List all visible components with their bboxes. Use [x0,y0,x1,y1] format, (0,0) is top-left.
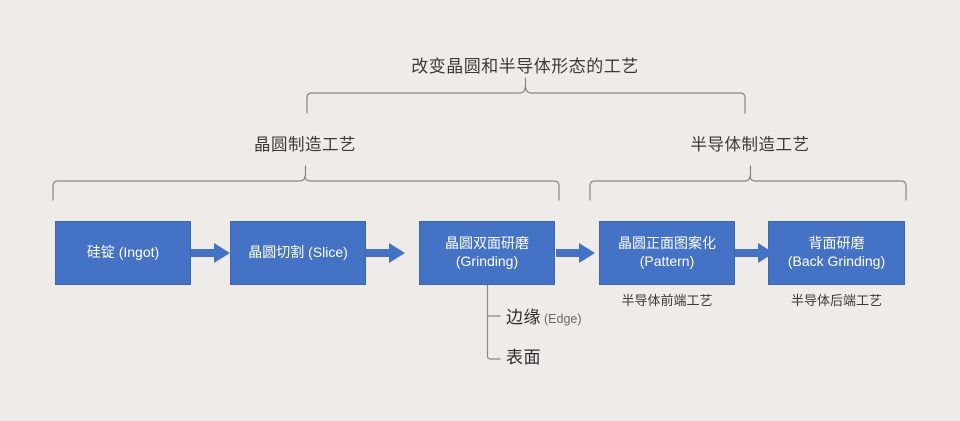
process-box-pattern[interactable]: 晶圆正面图案化 (Pattern) [599,221,735,285]
top-group-title: 改变晶圆和半导体形态的工艺 [411,57,639,76]
arrow-shaft [556,249,581,257]
arrow-shaft [735,249,760,257]
arrow-head [389,243,405,263]
wafer-group-title: 晶圆制造工艺 [254,136,356,154]
branch-label-en: (Edge) [544,312,582,326]
branch-label-cn: 边缘 [506,308,541,327]
flow-arrow-icon [366,243,405,263]
process-box-label-line2: (Pattern) [639,253,695,269]
arrow-head [214,243,230,263]
caption-front-end-process: 半导体前端工艺 [621,293,713,308]
process-box-label-line1: 背面研磨 [808,235,865,252]
process-box-label-line1: 硅锭 (Ingot) [86,244,160,261]
caption-back-end-process: 半导体后端工艺 [790,293,882,308]
branch-label-edge: 边缘(Edge) [506,303,582,328]
process-box-back-grinding[interactable]: 背面研磨 (Back Grinding) [768,221,905,285]
flow-arrow-icon [191,243,230,263]
arrow-head [579,243,595,263]
process-box-label-line2: (Back Grinding) [787,253,886,269]
process-box-slice[interactable]: 晶圆切割 (Slice) [230,221,366,285]
process-box-label-line1: 晶圆双面研磨 [445,235,529,252]
flow-arrow-icon [556,243,595,263]
bracket-wafer [52,165,560,201]
bracket-top [306,77,746,114]
process-box-label-line1: 晶圆正面图案化 [618,235,716,252]
process-box-label-line2: (Grinding) [455,253,519,269]
branch-label-surface: 表面 [506,343,544,368]
arrow-shaft [366,249,391,257]
process-box-grinding[interactable]: 晶圆双面研磨 (Grinding) [419,221,555,285]
flow-arrow-icon [735,243,774,263]
semiconductor-group-title: 半导体制造工艺 [690,136,810,154]
branch-connector [486,284,501,360]
arrow-shaft [191,249,216,257]
branch-label-cn: 表面 [506,348,541,367]
arrow-head [758,243,774,263]
process-box-label-line1: 晶圆切割 (Slice) [248,244,348,261]
bracket-semiconductor [589,165,907,201]
process-box-ingot[interactable]: 硅锭 (Ingot) [55,221,191,285]
